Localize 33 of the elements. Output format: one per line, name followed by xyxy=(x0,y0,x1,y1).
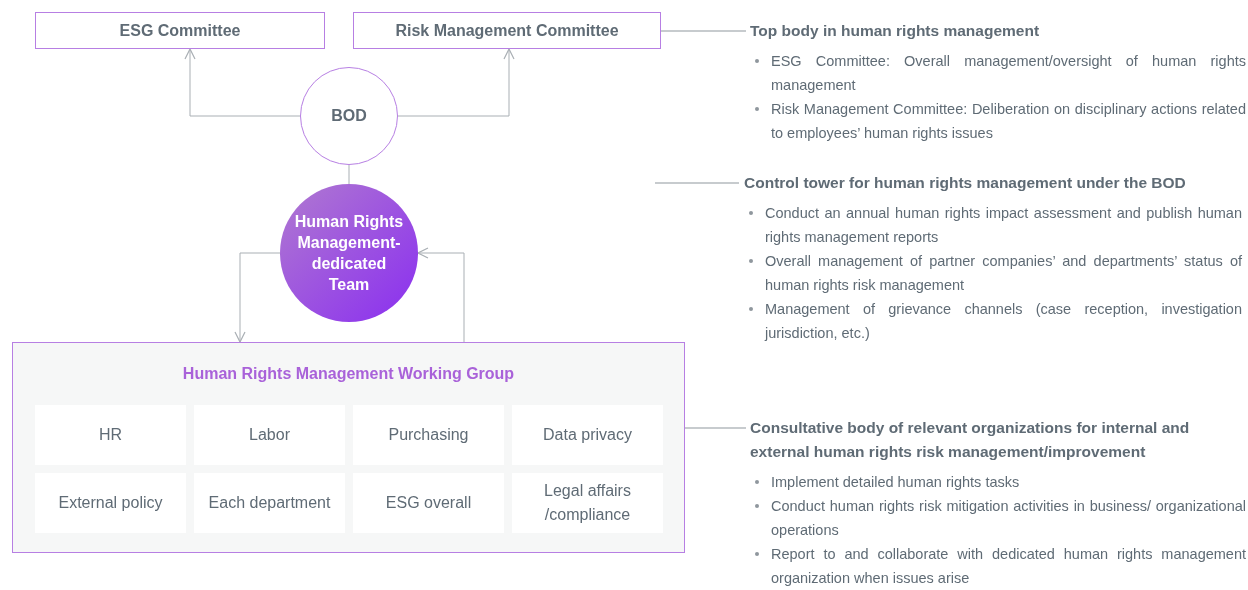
bullet-text: Report to and collaborate with dedicated human rights management organization when issues arise xyxy=(771,545,1246,588)
description-heading: Consultative body of relevant organizations for internal and external human rights risk management/improvement xyxy=(750,418,1191,462)
group-heading: Human Rights Management Working Group xyxy=(181,365,516,383)
bullet-text: ESG Committee: Overall management/oversight of human rights management xyxy=(771,52,1246,95)
group-member-cell: Labor xyxy=(194,405,345,465)
description-heading: Top body in human rights management xyxy=(750,21,1041,41)
bullet-text: Conduct human rights risk mitigation activities in business/ organizational operations xyxy=(771,497,1246,540)
group-member-cell: External policy xyxy=(35,473,186,533)
bullet-text: Conduct an annual human rights impact assessment and publish human rights management reports xyxy=(765,204,1242,247)
leader-line xyxy=(684,427,747,429)
group-member-cell: Legal affairs /compliance xyxy=(512,473,663,533)
group-member-cell: Each department xyxy=(194,473,345,533)
leader-line xyxy=(660,30,747,32)
arrow xyxy=(184,48,301,117)
group-member-cell: HR xyxy=(35,405,186,465)
committee-box: ESG Committee xyxy=(35,12,325,49)
arrow xyxy=(234,252,281,343)
leader-line xyxy=(654,182,740,184)
bullet-text: Overall management of partner companies’ and departments’ status of human rights risk management xyxy=(765,252,1242,295)
group-member-cell: Data privacy xyxy=(512,405,663,465)
connector-line xyxy=(348,164,350,185)
group-member-cell: Purchasing xyxy=(353,405,504,465)
bullet-text: Risk Management Committee: Deliberation on disciplinary actions related to employees’ human rights issues xyxy=(771,100,1246,143)
committee-box: Risk Management Committee xyxy=(353,12,661,49)
board-circle: BOD xyxy=(300,67,398,165)
bullet-text: Implement detailed human rights tasks xyxy=(771,473,1021,492)
arrow xyxy=(417,247,465,343)
group-member-cell: ESG overall xyxy=(353,473,504,533)
working-group-panel xyxy=(12,342,685,553)
bullet-text: Management of grievance channels (case reception, investigation jurisdiction, etc.) xyxy=(765,300,1242,343)
arrow xyxy=(397,48,515,117)
team-circle: Human Rights Management-dedicated Team xyxy=(280,184,418,322)
description-heading: Control tower for human rights management under the BOD xyxy=(744,173,1187,193)
